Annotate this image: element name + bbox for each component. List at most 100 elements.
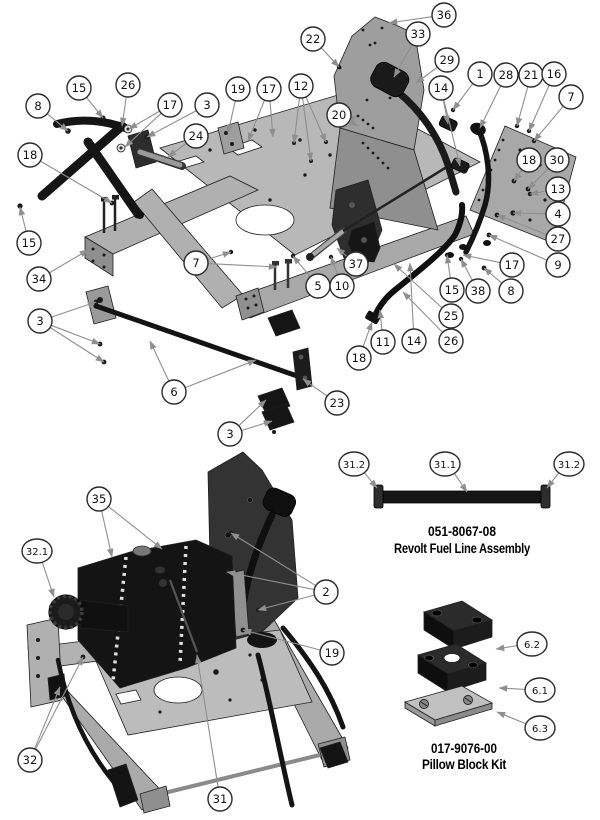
callout-balloon-29: 29 xyxy=(434,47,460,73)
leader-line xyxy=(453,473,468,493)
callout-balloon-28: 28 xyxy=(493,62,519,88)
svg-text:33: 33 xyxy=(411,27,426,41)
leader-line xyxy=(320,47,340,68)
callout-balloon-6.1: 6.1 xyxy=(524,677,556,703)
leader-line xyxy=(362,321,373,347)
leader-line xyxy=(347,113,357,120)
callout-balloon-4: 4 xyxy=(545,201,571,227)
lift-rod xyxy=(93,303,303,380)
leader-line xyxy=(101,510,114,558)
svg-text:31.1: 31.1 xyxy=(434,460,456,471)
svg-text:32: 32 xyxy=(23,753,38,767)
fuel-line-tube xyxy=(380,490,544,504)
svg-text:7: 7 xyxy=(567,90,574,104)
front-rail-end-holes xyxy=(244,294,258,310)
leader-line xyxy=(415,66,438,84)
leader-line xyxy=(49,249,89,274)
leader-line xyxy=(185,359,257,389)
svg-text:16: 16 xyxy=(547,67,562,81)
fuel-line-drawing xyxy=(373,484,551,509)
leader-line xyxy=(363,472,378,489)
leader-line xyxy=(393,44,413,78)
callout-balloon-9: 9 xyxy=(545,252,571,278)
callout-balloon-3: 3 xyxy=(194,92,220,118)
leader-line xyxy=(49,327,105,363)
callout-balloon-5: 5 xyxy=(305,273,331,299)
callout-balloon-16: 16 xyxy=(541,61,567,87)
svg-text:27: 27 xyxy=(551,232,566,246)
linkage-cluster xyxy=(247,632,277,648)
pivot-arm xyxy=(85,285,117,325)
callout-balloon-15: 15 xyxy=(439,277,465,303)
svg-text:17: 17 xyxy=(505,258,520,272)
leader-line xyxy=(488,234,548,261)
front-mount-bracket xyxy=(217,121,245,155)
leader-line xyxy=(444,254,452,279)
callout-balloon-17: 17 xyxy=(256,76,282,102)
svg-text:2: 2 xyxy=(322,585,329,599)
callout-balloon-2: 2 xyxy=(313,579,339,605)
leader-line xyxy=(388,16,433,26)
svg-text:38: 38 xyxy=(471,284,486,298)
leader-line xyxy=(35,656,84,750)
callout-balloon-6.3: 6.3 xyxy=(524,715,556,741)
leader-line xyxy=(119,96,127,127)
svg-text:4: 4 xyxy=(554,207,561,221)
callout-balloon-26: 26 xyxy=(115,72,141,98)
leader-line xyxy=(167,142,187,158)
leader-line xyxy=(242,628,321,651)
callout-balloon-31.1: 31.1 xyxy=(429,451,461,477)
svg-text:8: 8 xyxy=(507,284,514,298)
leader-line xyxy=(407,262,414,330)
fuel-line-part-number: 051-8067-08 xyxy=(428,523,496,539)
svg-text:30: 30 xyxy=(550,153,565,167)
leader-line xyxy=(533,105,564,142)
svg-text:3: 3 xyxy=(36,314,43,328)
leader-line xyxy=(18,206,27,232)
leader-line xyxy=(528,84,550,132)
callout-balloon-18: 18 xyxy=(17,142,43,168)
leader-line xyxy=(257,594,315,612)
svg-text:15: 15 xyxy=(22,236,37,250)
svg-text:34: 34 xyxy=(32,272,47,286)
pillow-block-lower xyxy=(417,643,487,693)
leader-line xyxy=(269,100,276,138)
leader-line xyxy=(241,420,273,432)
leader-line xyxy=(195,654,219,788)
pillow-block-base-plate xyxy=(403,685,494,727)
svg-text:19: 19 xyxy=(325,646,340,660)
callout-balloon-26: 26 xyxy=(438,328,464,354)
svg-text:17: 17 xyxy=(163,98,178,112)
svg-text:14: 14 xyxy=(407,334,422,348)
leader-line xyxy=(128,110,160,130)
callout-balloon-27: 27 xyxy=(545,226,571,252)
callout-balloon-11: 11 xyxy=(370,329,396,355)
leader-line xyxy=(51,324,101,345)
fuel-line-end-cap-right xyxy=(540,484,551,509)
svg-text:15: 15 xyxy=(445,283,460,297)
leader-line xyxy=(34,686,61,750)
leader-line xyxy=(226,100,236,134)
callout-balloon-30: 30 xyxy=(544,147,570,173)
callout-balloon-19: 19 xyxy=(225,76,251,102)
callout-balloon-14: 14 xyxy=(428,75,454,101)
callout-balloon-15: 15 xyxy=(66,75,92,101)
callout-balloon-8: 8 xyxy=(498,278,524,304)
callout-balloon-17: 17 xyxy=(157,92,183,118)
leader-line xyxy=(108,506,163,550)
pillow-block-upper xyxy=(423,600,493,650)
svg-text:31.2: 31.2 xyxy=(558,460,580,471)
svg-text:11: 11 xyxy=(376,335,391,349)
svg-text:21: 21 xyxy=(524,68,539,82)
fuel-line-part-name: Revolt Fuel Line Assembly xyxy=(394,541,531,556)
callout-balloon-31.2: 31.2 xyxy=(553,451,585,477)
callout-balloon-8: 8 xyxy=(25,93,51,119)
leader-line xyxy=(41,562,55,598)
callout-balloon-19: 19 xyxy=(319,640,345,666)
svg-text:7: 7 xyxy=(192,256,199,270)
tank-fuel-line xyxy=(168,579,199,653)
svg-text:5: 5 xyxy=(314,279,321,293)
callout-balloon-23: 23 xyxy=(324,390,350,416)
svg-text:15: 15 xyxy=(72,81,87,95)
